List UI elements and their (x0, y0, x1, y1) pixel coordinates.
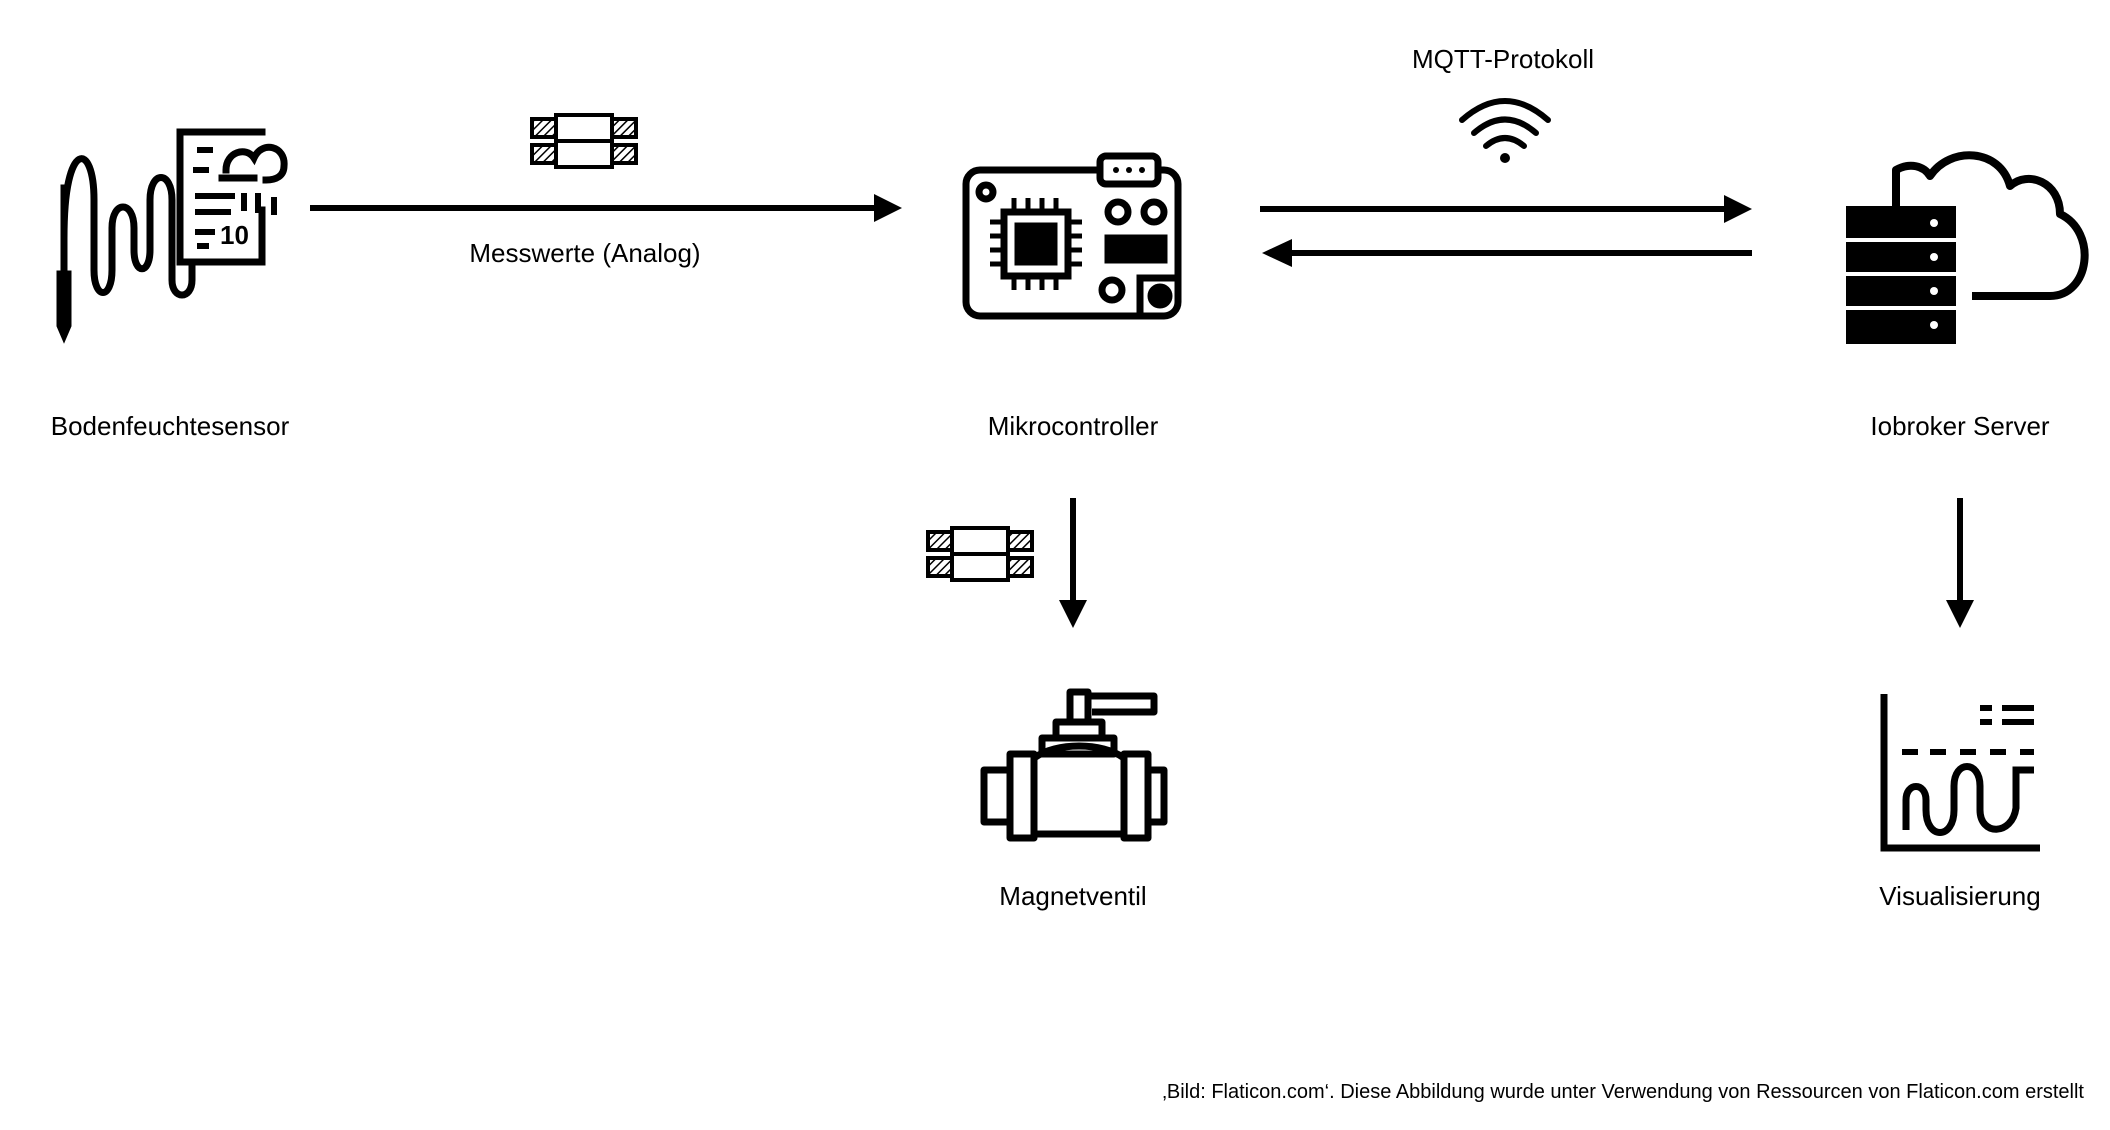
wire-connector-icon-top (530, 113, 638, 169)
microcontroller-board-icon (962, 152, 1182, 320)
cloud-server-icon (1846, 151, 2089, 344)
wire-connector-icon-lower (926, 526, 1034, 582)
wifi-icon (1459, 98, 1551, 163)
arrow-server-to-visualization (1946, 498, 1974, 628)
server-label: Iobroker Server (1870, 411, 2050, 441)
image-credit: ‚Bild: Flaticon.com‘. Diese Abbildung wu… (1162, 1081, 2084, 1103)
soil-moisture-sensor-icon (56, 128, 288, 344)
visualization-label: Visualisierung (1879, 881, 2041, 911)
mqtt-edge-label: MQTT-Protokoll (1411, 44, 1595, 74)
arrow-microcontroller-to-server (1260, 195, 1752, 223)
sensor-label: Bodenfeuchtesensor (50, 411, 290, 441)
chart-visualization-icon (1880, 694, 2040, 852)
valve-icon (980, 688, 1168, 842)
sensor-to-mc-edge-label: Messwerte (Analog) (469, 238, 701, 268)
microcontroller-label: Mikrocontroller (987, 411, 1159, 441)
arrow-microcontroller-to-valve (1059, 498, 1087, 628)
valve-label: Magnetventil (999, 881, 1147, 911)
sensor-digit-glyph: 10 (220, 220, 249, 250)
arrow-server-to-microcontroller (1262, 239, 1752, 267)
arrow-sensor-to-microcontroller (310, 194, 902, 222)
